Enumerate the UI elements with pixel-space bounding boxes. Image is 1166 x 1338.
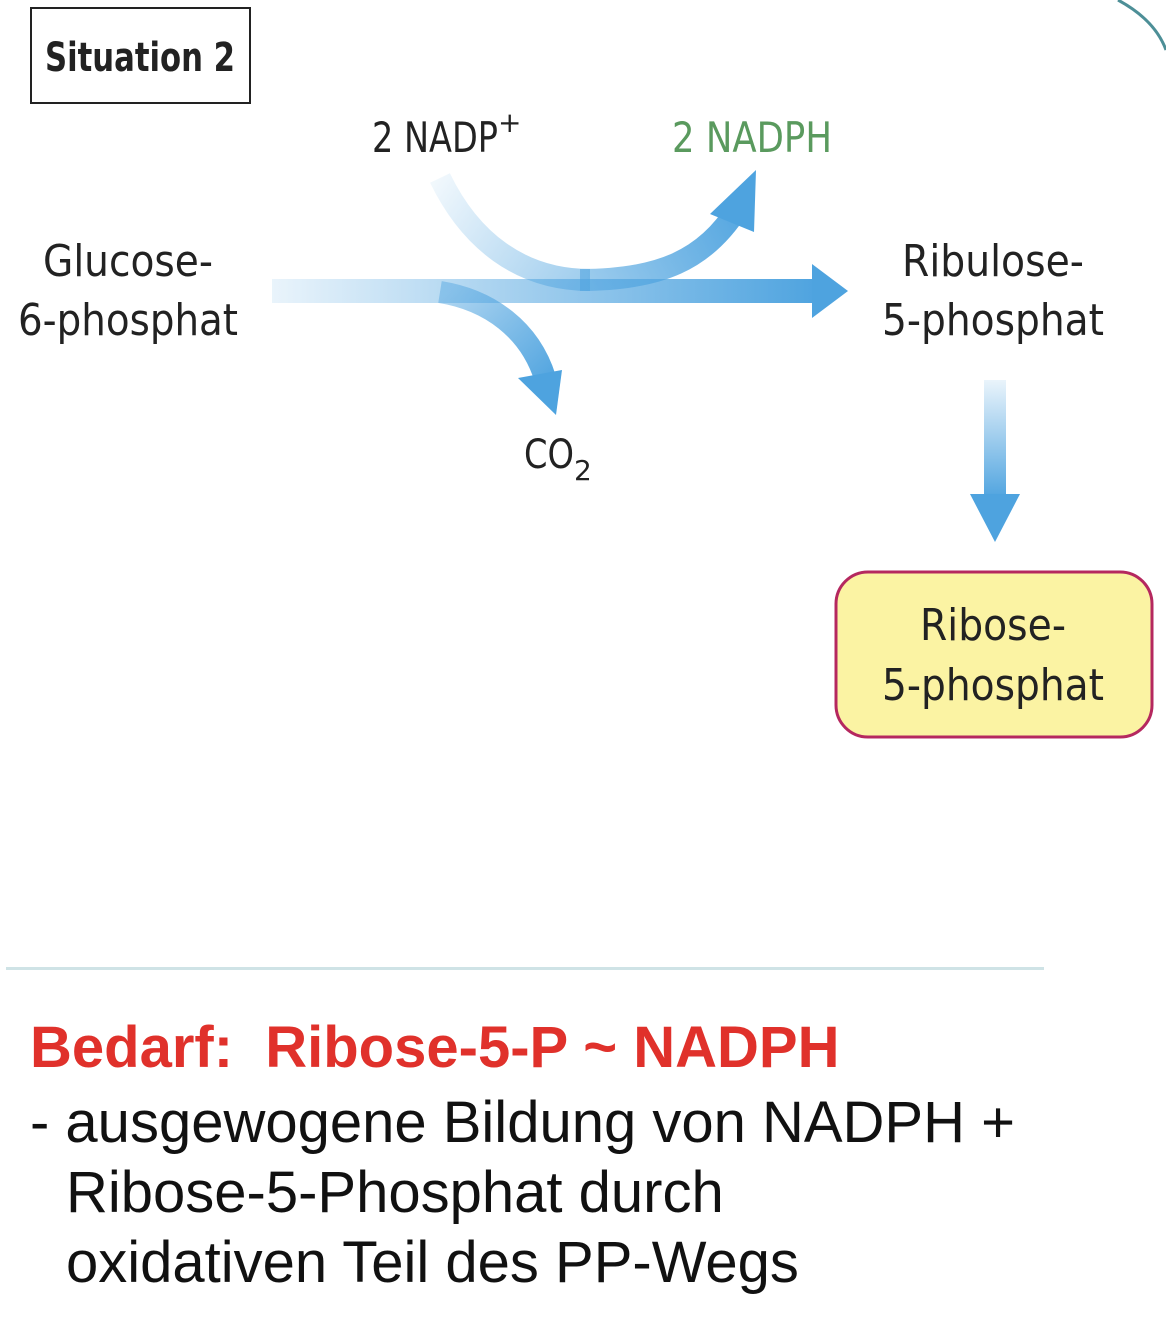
main-arrow-shaft [272, 279, 814, 303]
glucose-label-line1: Glucose- [43, 236, 213, 287]
co2-out-curve [438, 281, 556, 382]
demand-line-3: oxidativen Teil des PP-Wegs [66, 1230, 799, 1295]
pentose-phosphate-diagram: Situation 2 Glucose- 6-phosphat Ribulose… [6, 0, 1166, 970]
ribose-box [834, 570, 1154, 739]
nadp-label: 2 NADP+ [372, 106, 521, 162]
main-arrowhead [812, 264, 848, 318]
nadph-arrowhead [710, 170, 756, 232]
nadph-label: 2 NADPH [672, 113, 832, 162]
ribose-label-line2: 5-phosphat [882, 660, 1104, 711]
corner-arc-decoration [1117, 0, 1166, 51]
nadph-out-curve [579, 201, 748, 291]
glucose-label-line2: 6-phosphat [18, 295, 238, 346]
demand-line-2: Ribose-5-Phosphat durch [66, 1160, 724, 1225]
nadp-in-curve [430, 173, 591, 291]
situation-label: Situation 2 [45, 35, 235, 81]
ribulose-label-line2: 5-phosphat [882, 295, 1104, 346]
co2-arrowhead [518, 370, 562, 415]
co2-label: CO2 [524, 432, 592, 487]
section-divider [6, 967, 1044, 970]
down-arrowhead [970, 494, 1020, 542]
ribose-label-line1: Ribose- [920, 600, 1066, 651]
ribulose-label-line1: Ribulose- [902, 236, 1084, 287]
situation-label-box [30, 7, 251, 104]
down-arrow-shaft [984, 380, 1006, 498]
demand-heading: Bedarf: Ribose-5-P ~ NADPH [30, 1015, 840, 1080]
demand-line-1: - ausgewogene Bildung von NADPH + [30, 1090, 1015, 1155]
demand-note: Bedarf: Ribose-5-P ~ NADPH - ausgewogene… [30, 1012, 1150, 1298]
